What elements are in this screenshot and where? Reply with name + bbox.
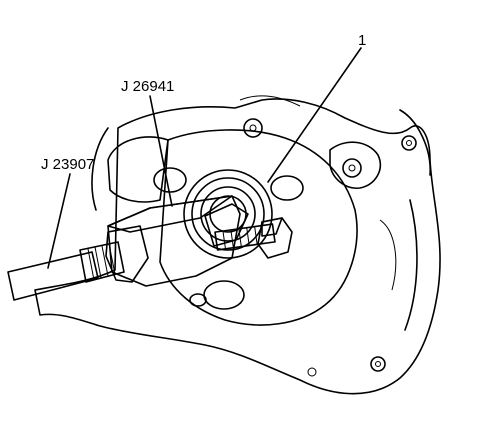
leader-j26941 <box>149 95 173 207</box>
callout-tool-j23907: J 23907 <box>41 156 95 173</box>
puller-j26941 <box>107 195 293 287</box>
callout-tool-j26941: J 26941 <box>121 78 175 95</box>
callout-part-1: 1 <box>358 32 367 49</box>
leader-part-1 <box>267 47 362 183</box>
slide-hammer-j23907 <box>7 225 149 301</box>
housing <box>34 95 441 395</box>
bearing-seal <box>183 169 273 259</box>
leader-j23907 <box>47 173 71 269</box>
leader-lines <box>47 47 362 269</box>
